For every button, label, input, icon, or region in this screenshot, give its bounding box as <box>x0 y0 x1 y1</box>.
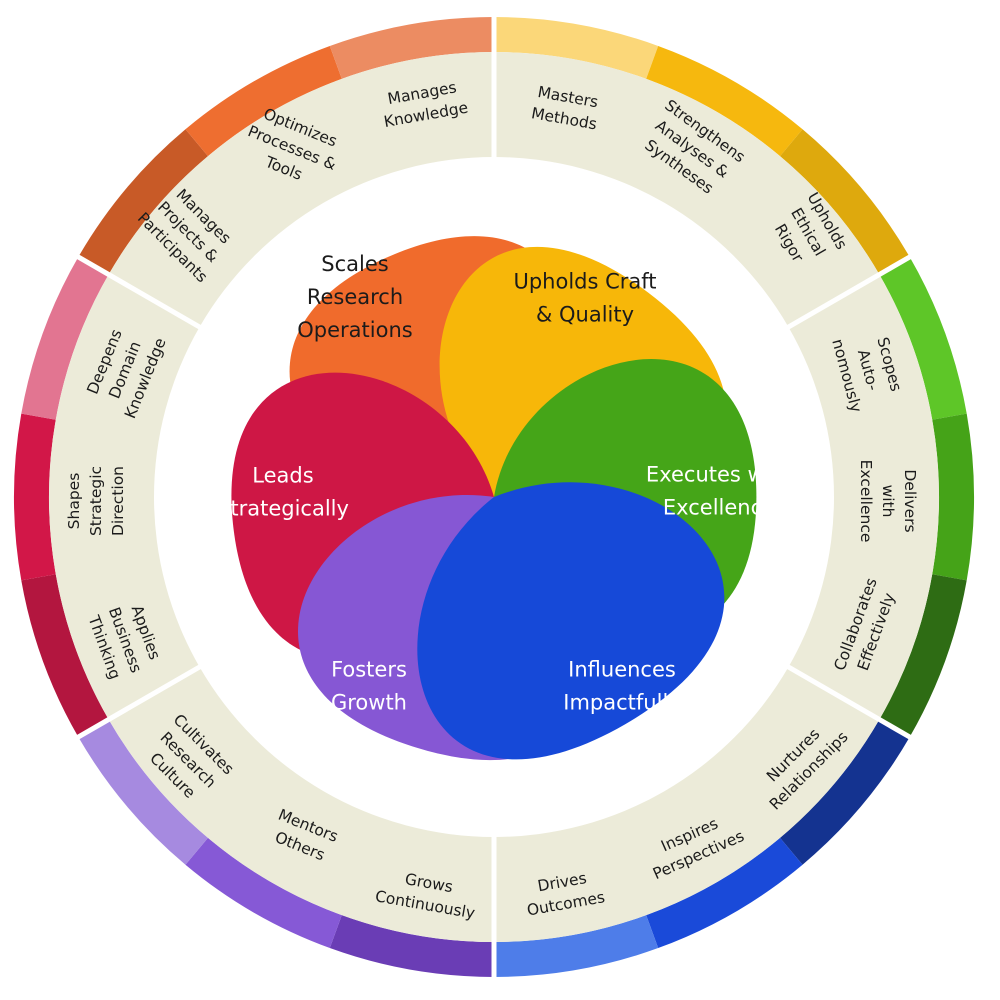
band-segment-upholds-2 <box>646 45 803 157</box>
band-segment-executes-2 <box>932 413 975 581</box>
band-segment-upholds-3 <box>780 129 910 275</box>
ring-segment-influences <box>494 667 880 942</box>
ring-segment-fosters <box>108 667 495 942</box>
band-segment-leads-1 <box>21 574 109 737</box>
band-segment-leads-2 <box>13 413 56 581</box>
petal-influences <box>417 482 725 760</box>
outer-color-band <box>13 17 975 977</box>
segment-dividers <box>73 13 915 981</box>
band-segment-influences-1 <box>780 719 910 865</box>
band-segment-scales-3 <box>329 17 494 79</box>
band-segment-leads-3 <box>21 257 109 420</box>
ring-segment-scales <box>108 52 495 327</box>
skills-ring <box>49 52 939 942</box>
band-segment-executes-1 <box>879 257 967 420</box>
band-segment-fosters-2 <box>185 837 342 949</box>
svg-text:DeliverswithExcellence: DeliverswithExcellence <box>857 460 919 543</box>
ring-segment-leads <box>49 274 200 720</box>
ring-segment-executes <box>788 274 939 720</box>
segment-divider <box>73 252 203 331</box>
band-segment-upholds-1 <box>494 17 659 79</box>
band-segment-influences-3 <box>494 915 659 977</box>
band-segment-fosters-3 <box>78 719 208 865</box>
band-segment-influences-2 <box>646 837 803 949</box>
petal-label-upholds: Upholds Craft& Quality <box>513 270 656 327</box>
band-segment-scales-2 <box>185 45 342 157</box>
ring-segment-upholds <box>494 52 880 327</box>
core-flower <box>231 236 757 761</box>
segment-divider <box>785 663 915 742</box>
segment-divider <box>73 663 203 742</box>
band-segment-scales-1 <box>78 129 208 275</box>
band-segment-executes-3 <box>879 574 967 737</box>
segment-divider <box>785 252 915 331</box>
band-segment-fosters-1 <box>329 915 494 977</box>
skill-label-executes-2: DeliverswithExcellence <box>857 460 919 543</box>
